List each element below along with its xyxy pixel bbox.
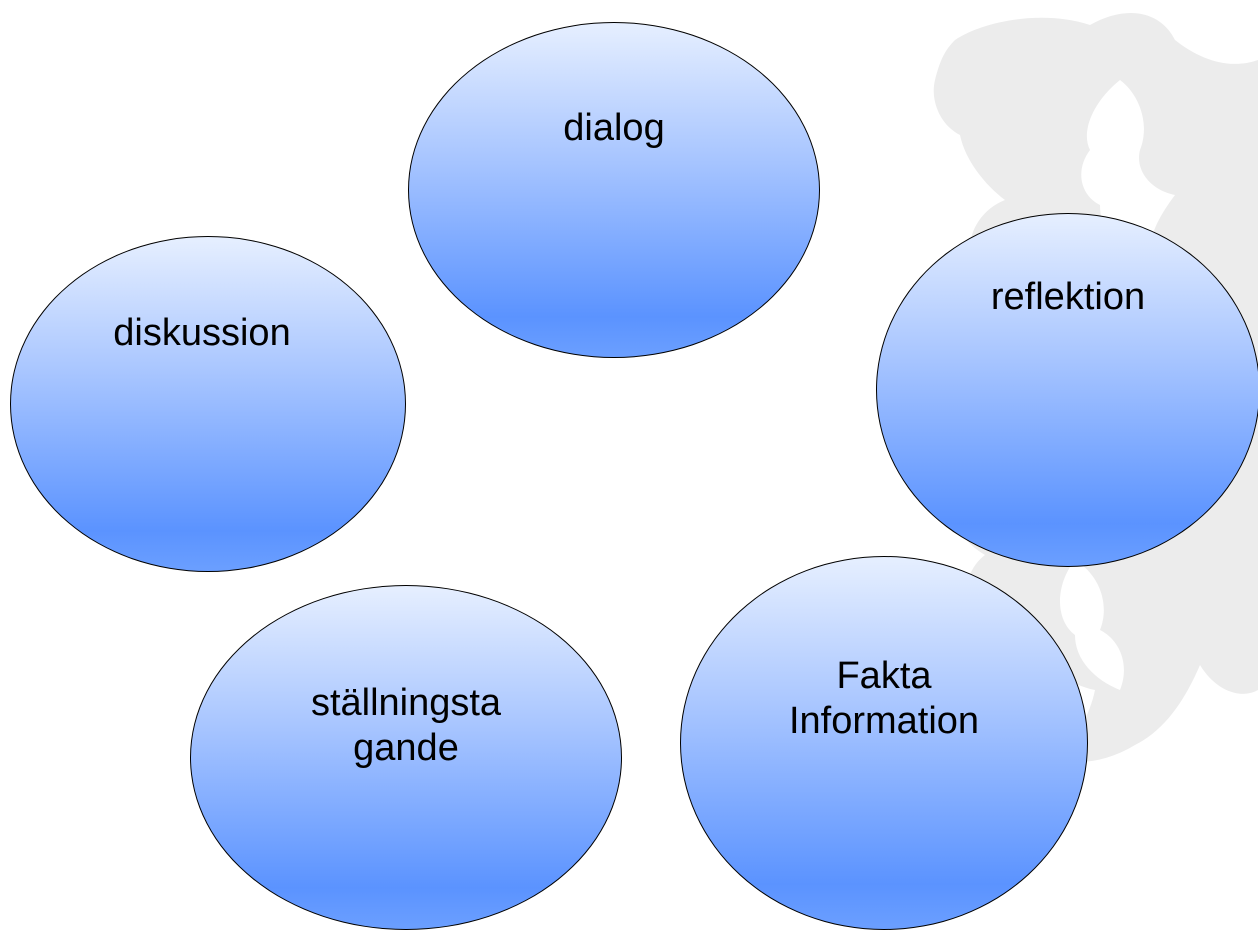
dialog-label: dialog	[409, 106, 819, 151]
reflektion-bubble: reflektion	[876, 213, 1258, 567]
diskussion-label: diskussion	[7, 311, 397, 356]
fakta-information-label-line-1: Fakta	[836, 655, 932, 697]
stallningstagande-label-line-2: gande	[353, 727, 459, 769]
fakta-information-bubble: Fakta Information	[680, 556, 1088, 930]
diskussion-bubble: diskussion	[10, 236, 406, 572]
reflektion-label-line-1: reflektion	[990, 276, 1146, 318]
stallningstagande-label: ställningsta gande	[191, 681, 621, 771]
diskussion-label-line-1: diskussion	[113, 312, 291, 354]
fakta-information-label: Fakta Information	[681, 654, 1087, 744]
dialog-bubble: dialog	[408, 22, 820, 358]
reflektion-label: reflektion	[877, 275, 1258, 320]
dialog-label-line-1: dialog	[563, 107, 665, 149]
fakta-information-label-line-2: Information	[788, 700, 980, 742]
stallningstagande-label-line-1: ställningsta	[310, 682, 502, 724]
stallningstagande-bubble: ställningsta gande	[190, 585, 622, 930]
